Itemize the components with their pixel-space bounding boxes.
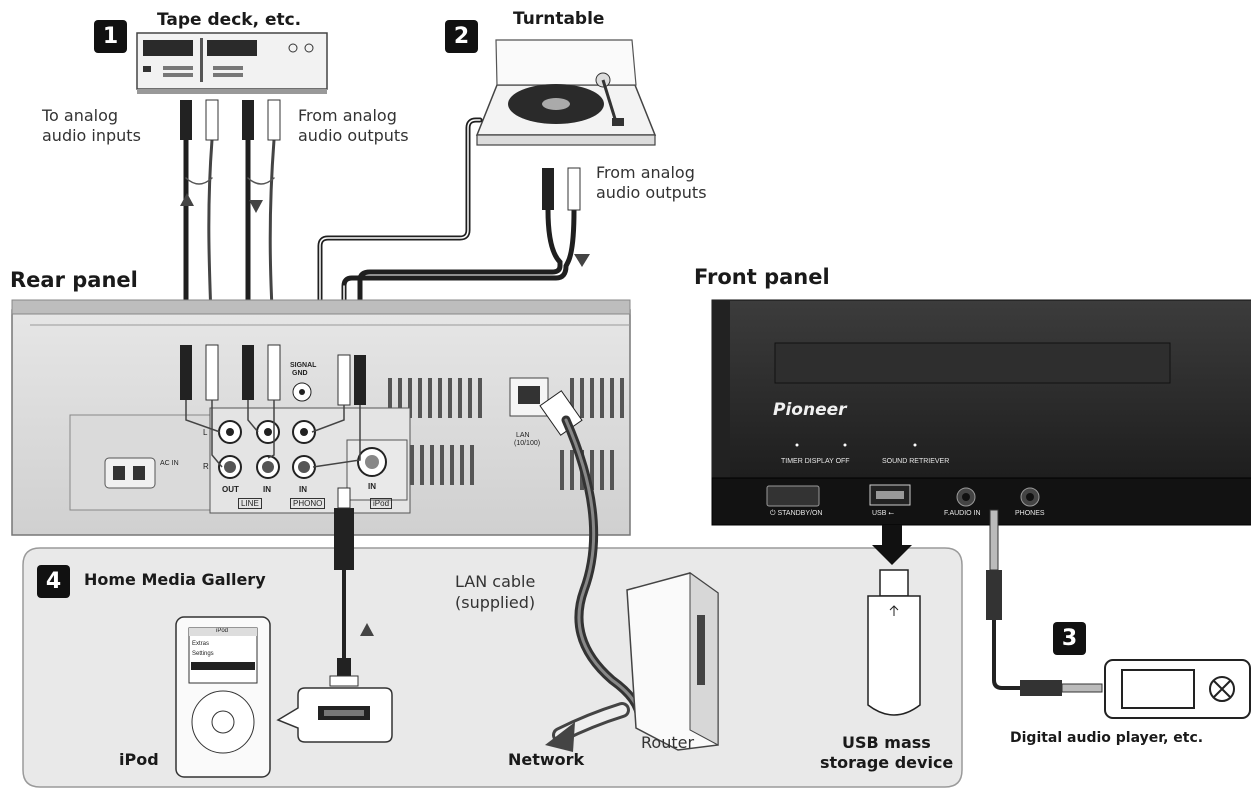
f-audio-in-label: F.AUDIO IN [944,510,981,517]
usb-port-label: USB ⭠ [872,510,894,517]
usb-stick [867,525,921,716]
turntable [475,39,657,146]
ipod-port-label: iPod [370,498,393,509]
from-analog-label-1: From analog [298,106,397,125]
badge-2: 2 [445,20,478,53]
usb-insert-arrow-icon [872,525,912,565]
sound-retriever-label: SOUND RETRIEVER [882,458,950,465]
r-label: R [203,462,209,471]
phono-plug-l [542,168,554,210]
tape-deck [136,32,328,94]
usb-label-1: USB mass [842,733,931,752]
audio-cable [986,509,1103,696]
lan-label-1: LAN [516,432,530,439]
signal-gnd-label-2: GND [292,370,308,377]
ipod-screen-title: iPod [216,628,229,634]
lan-cable-label-2: (supplied) [455,593,536,612]
to-analog-label-1: To analog [42,106,119,125]
ipod-menu-item: Settings [192,651,214,657]
standby-on-label: ⏻ STANDBY/ON [770,510,823,517]
lan-label-2: (10/100) [514,440,541,447]
arrow-down-icon [249,200,263,213]
in-phono-label: IN [299,485,307,494]
front-panel-label: Front panel [694,265,830,289]
timer-display-off-label: TIMER DISPLAY OFF [781,458,850,465]
signal-gnd-label-1: SIGNAL [290,362,317,369]
rca-plugs-top [180,99,281,141]
phono-plug-r [567,167,581,211]
ipod-label: iPod [119,750,159,769]
arrow-down-icon [574,254,590,267]
ipod-dock-callout [276,687,393,743]
in-line-label: IN [263,485,271,494]
home-media-gallery-label: Home Media Gallery [84,570,266,589]
lan-cable-label-1: LAN cable [455,572,536,591]
line-label: LINE [238,498,262,509]
tape-deck-label: Tape deck, etc. [157,10,302,30]
phones-label: PHONES [1015,510,1045,517]
arrow-up-icon [360,623,374,636]
arrow-up-icon [180,193,194,206]
front-panel [711,299,1251,526]
rear-panel-label: Rear panel [10,268,138,292]
from-analog-label-2: audio outputs [298,126,409,145]
digital-audio-player [1104,659,1251,719]
out-label: OUT [222,485,239,494]
turntable-from-analog-1: From analog [596,163,695,182]
turntable-label: Turntable [513,9,605,29]
phono-label: PHONO [290,498,326,509]
to-analog-label-2: audio inputs [42,126,141,145]
dap-label: Digital audio player, etc. [1010,730,1204,746]
rear-panel-plugs [180,344,366,406]
ac-in-label: AC IN [160,460,179,467]
router-label: Router [641,733,695,752]
router [545,572,719,752]
usb-label-2: storage device [820,753,954,772]
turntable-from-analog-2: audio outputs [596,183,707,202]
in-ipod-label: IN [368,482,376,491]
badge-3: 3 [1053,622,1086,655]
pioneer-brand: Pioneer [773,400,847,420]
rear-panel [11,299,631,536]
badge-1: 1 [94,20,127,53]
ipod-device [175,616,271,778]
ipod-menu-item: Extras [192,641,210,647]
l-label: L [203,428,208,437]
ipod-cable [329,487,359,687]
badge-4: 4 [37,565,70,598]
network-label: Network [508,750,585,769]
